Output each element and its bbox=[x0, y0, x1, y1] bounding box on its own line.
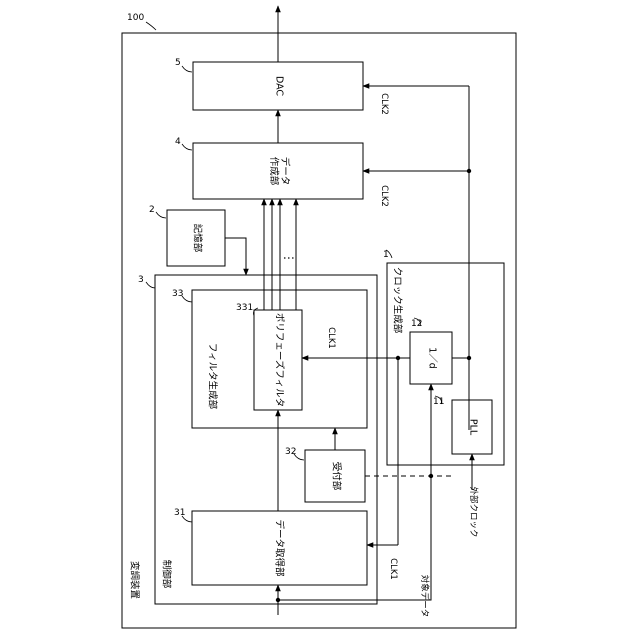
junction-clk2-mid bbox=[467, 356, 471, 360]
clock-generator-label: クロック生成部 bbox=[391, 267, 402, 334]
clk1-filter-label: CLK1 bbox=[325, 327, 335, 349]
ref-storage: 2 bbox=[149, 205, 155, 215]
clk2-mid-label: CLK2 bbox=[378, 185, 388, 207]
ref-filter-generator: 33 bbox=[172, 289, 183, 299]
filter-generator-label: フィルタ生成部 bbox=[206, 343, 217, 409]
polyphase-filter-label: ポリフェーズフィルタ bbox=[273, 313, 284, 407]
data-generator-label-line1: データ bbox=[279, 157, 290, 186]
control-unit-box bbox=[155, 275, 377, 604]
storage-to-control-arrow bbox=[225, 238, 246, 275]
parallel-outputs-ellipsis: ⋮ bbox=[281, 252, 295, 264]
clock-generator-box bbox=[387, 263, 504, 465]
data-generator-label-line2: 作成部 bbox=[268, 157, 279, 186]
storage-label: 記憶部 bbox=[191, 224, 202, 253]
clk2-top-label: CLK2 bbox=[378, 93, 388, 115]
dac-label: DAC bbox=[273, 76, 284, 96]
external-clock-label: 外部クロック bbox=[467, 486, 477, 537]
ref-clock-generator: 1 bbox=[383, 250, 389, 260]
receiver-label: 受付部 bbox=[330, 462, 341, 491]
ref-data-acquirer: 31 bbox=[174, 508, 185, 518]
junction-data bbox=[276, 598, 280, 602]
junction-dashed bbox=[429, 474, 433, 478]
ref-polyphase-filter: 331 bbox=[236, 303, 253, 313]
ref-divider: 12 bbox=[411, 319, 422, 329]
ref-dac: 5 bbox=[175, 58, 181, 68]
junction-clk1 bbox=[396, 356, 400, 360]
data-acquirer-label: データ取得部 bbox=[273, 519, 284, 576]
ref-pll: 11 bbox=[433, 397, 444, 407]
data-generator-label: データ 作成部 bbox=[267, 157, 289, 186]
pll-label: PLL bbox=[467, 419, 478, 435]
divider-label: 1／d bbox=[426, 347, 437, 369]
ref-data-generator: 4 bbox=[175, 137, 181, 147]
data-to-divider-line bbox=[278, 384, 431, 600]
clk1-bottom-label: CLK1 bbox=[387, 558, 397, 580]
device-box bbox=[122, 33, 516, 628]
control-unit-label: 制御部 bbox=[160, 560, 171, 589]
ref-control-unit: 3 bbox=[138, 275, 144, 285]
junction-clk2-top bbox=[467, 169, 471, 173]
ref-device: 100 bbox=[127, 13, 144, 23]
target-data-label: 対象データ bbox=[418, 575, 428, 618]
ref-receiver: 32 bbox=[285, 447, 296, 457]
device-label: 変調装置 bbox=[128, 561, 139, 599]
